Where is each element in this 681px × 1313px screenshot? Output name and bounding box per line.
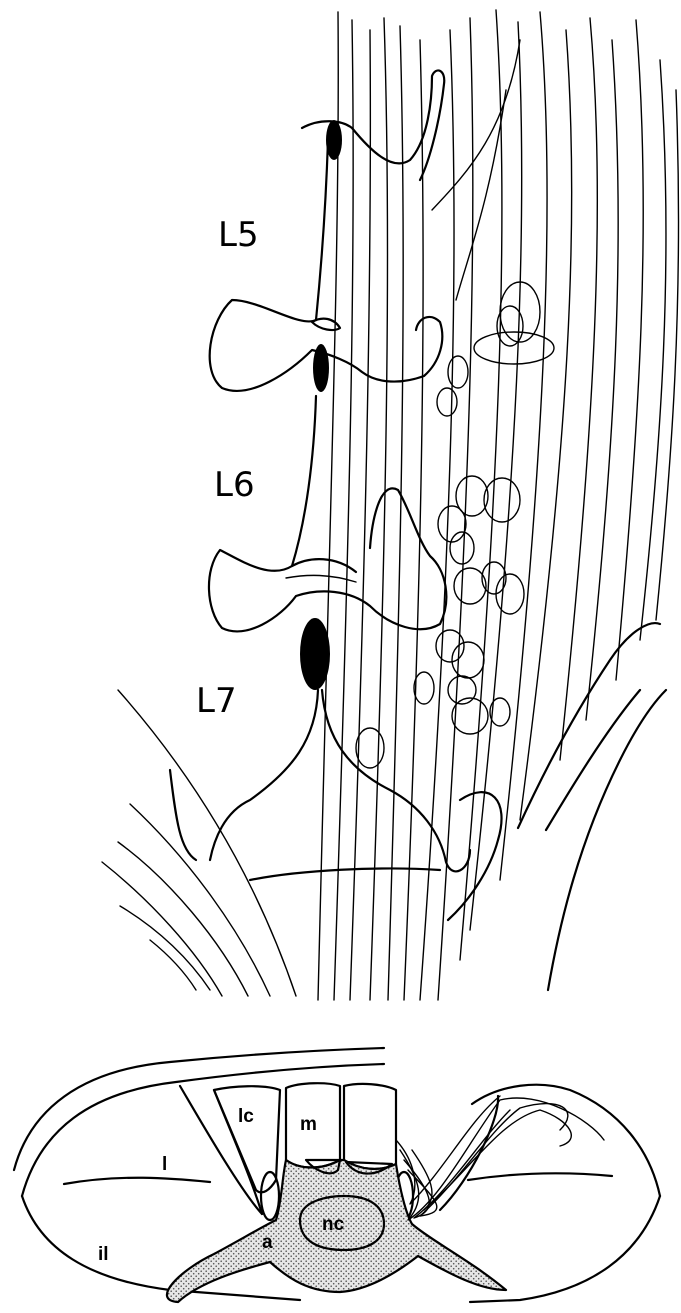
vertebra-l6-outline: [209, 396, 446, 631]
label-il: il: [98, 1244, 109, 1265]
label-l6: L6: [214, 465, 255, 505]
ganglion-2: [313, 344, 329, 392]
vertebra-l7-outline: [170, 623, 666, 990]
cross-section-drawing: l lc m il a nc: [14, 1048, 660, 1302]
label-l7: L7: [196, 681, 237, 721]
label-a: a: [262, 1232, 273, 1253]
label-l5: L5: [218, 215, 259, 255]
tissue-loops: [356, 282, 554, 768]
muscle-fibres: [318, 10, 679, 1000]
label-l: l: [162, 1154, 167, 1175]
ganglion-3: [300, 618, 330, 690]
dorsal-view-drawing: L5 L6 L7: [102, 10, 679, 1000]
label-m: m: [300, 1114, 317, 1135]
ganglion-1: [326, 120, 342, 160]
label-lc: lc: [238, 1106, 254, 1127]
nerve-ganglia: [300, 120, 342, 690]
fan-lines: [102, 690, 296, 996]
label-nc: nc: [322, 1214, 345, 1235]
fibre-scribble: [396, 1096, 604, 1220]
